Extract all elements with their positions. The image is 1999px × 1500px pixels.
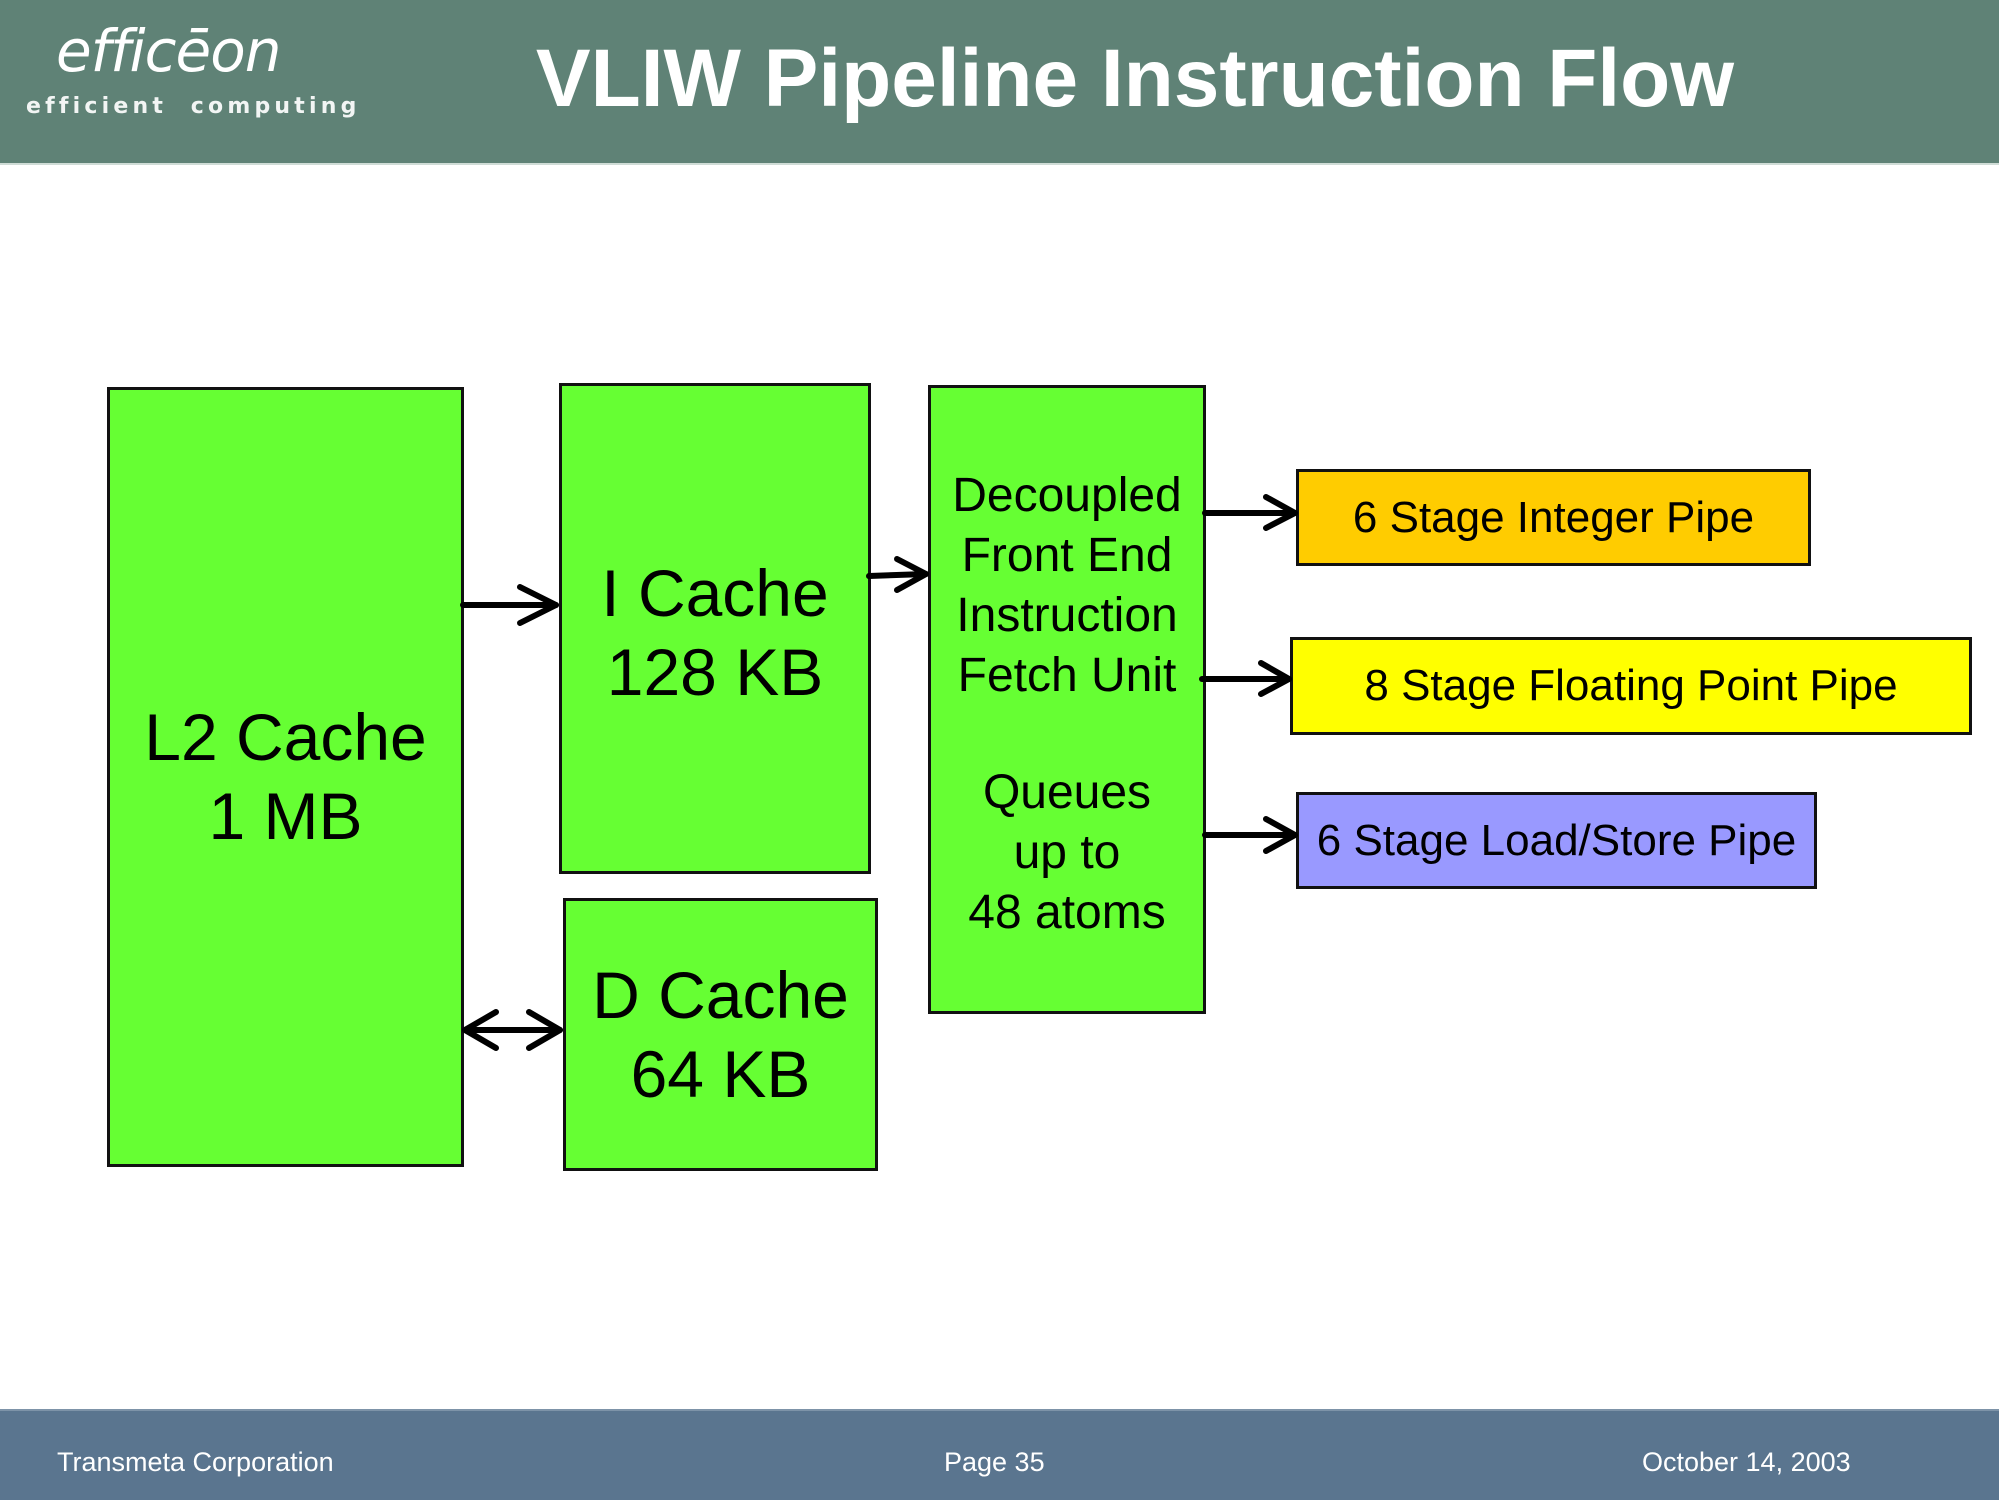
floating-point-pipe-label: 8 Stage Floating Point Pipe — [1364, 661, 1898, 710]
floating-point-pipe-box: 8 Stage Floating Point Pipe — [1290, 637, 1972, 735]
slide-title: VLIW Pipeline Instruction Flow — [535, 33, 1735, 124]
footer-page-number: Page 35 — [944, 1447, 1045, 1477]
d-cache-box: D Cache 64 KB — [563, 898, 878, 1171]
footer-company: Transmeta Corporation — [57, 1447, 334, 1477]
i-cache-box: I Cache 128 KB — [559, 383, 871, 874]
arrow-l2-dcache-bidirectional — [462, 1009, 563, 1051]
integer-pipe-box: 6 Stage Integer Pipe — [1296, 469, 1811, 566]
arrow-fetch-to-integer — [1202, 494, 1298, 531]
fetch-unit-line: Instruction — [956, 589, 1178, 642]
logo-tagline: efficient computing — [26, 94, 361, 119]
l2-cache-size: 1 MB — [208, 779, 363, 853]
load-store-pipe-box: 6 Stage Load/Store Pipe — [1296, 792, 1817, 889]
l2-cache-box: L2 Cache 1 MB — [107, 387, 464, 1167]
footer-date: October 14, 2003 — [1642, 1447, 1851, 1477]
arrow-fetch-to-load-store — [1202, 816, 1298, 854]
integer-pipe-label: 6 Stage Integer Pipe — [1352, 492, 1755, 542]
load-store-pipe-label: 6 Stage Load/Store Pipe — [1316, 815, 1797, 865]
arrow-fetch-to-floating-point — [1199, 660, 1292, 697]
queue-line: 48 atoms — [968, 886, 1166, 939]
l2-cache-label: L2 Cache — [144, 700, 427, 774]
fetch-unit-line: Fetch Unit — [957, 649, 1177, 702]
queue-line: Queues — [982, 766, 1152, 819]
slide-footer: Transmeta Corporation Page 35 October 14… — [0, 1409, 1999, 1500]
fetch-unit-box: Decoupled Front End Instruction Fetch Un… — [928, 385, 1206, 1014]
queue-line: up to — [1013, 826, 1121, 879]
d-cache-label: D Cache — [592, 957, 849, 1032]
arrow-l2-to-icache — [460, 584, 559, 626]
spacer — [952, 706, 1182, 763]
i-cache-size: 128 KB — [606, 635, 824, 709]
fetch-unit-line: Front End — [961, 529, 1173, 582]
arrow-icache-to-fetch — [866, 556, 929, 593]
efficeon-logo: efficēon — [56, 17, 281, 85]
slide-header: efficēon efficient computing VLIW Pipeli… — [0, 0, 1999, 165]
fetch-unit-line: Decoupled — [952, 469, 1182, 522]
i-cache-label: I Cache — [601, 556, 829, 630]
d-cache-size: 64 KB — [630, 1036, 811, 1111]
